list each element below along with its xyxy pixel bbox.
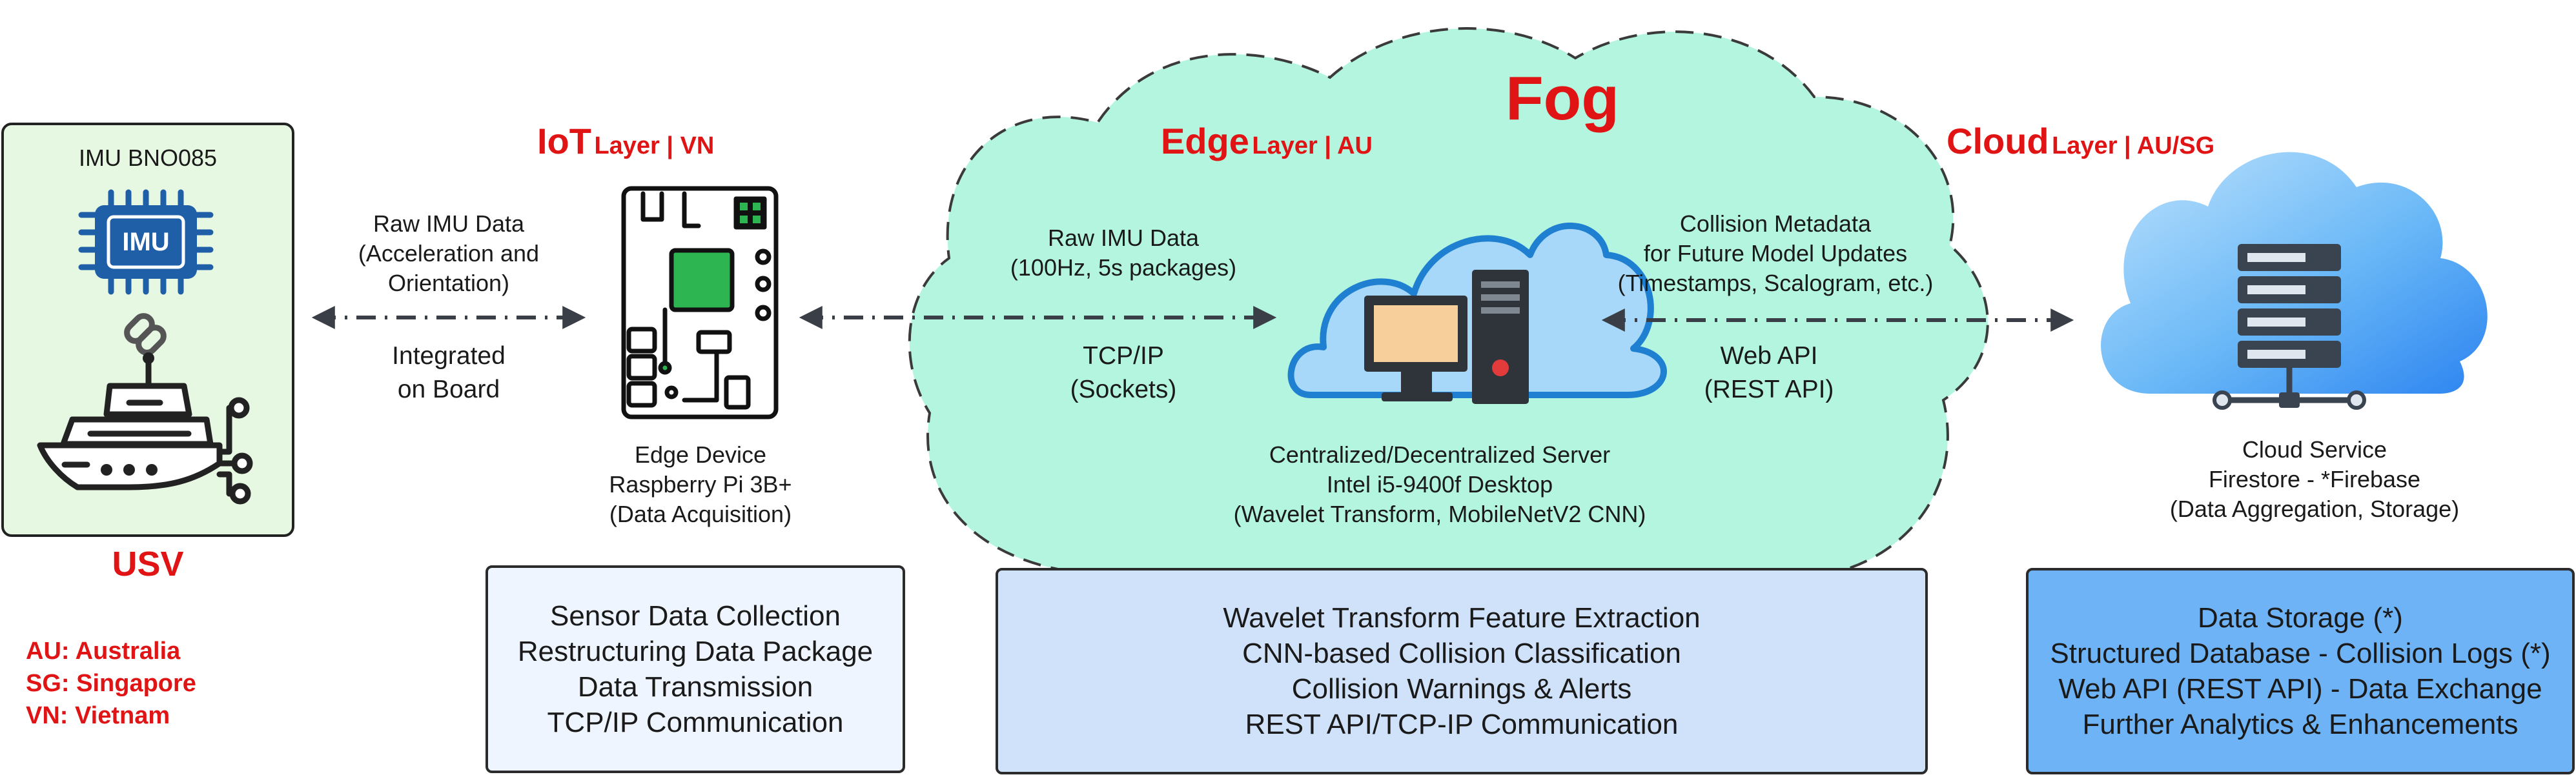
cloud-service-icon [2101,152,2488,410]
edge-device-caption: Edge Device Raspberry Pi 3B+ (Data Acqui… [609,441,792,527]
cloud-function-item: Data Storage (*) [2198,602,2403,634]
edge-function-item: CNN-based Collision Classification [1242,638,1681,669]
iot-link-bottom-label: Integrated on Board [392,342,506,403]
edge-function-item: REST API/TCP-IP Communication [1245,709,1679,740]
server-caption: Centralized/Decentralized Server Intel i… [1233,441,1646,527]
edge-link-bottom-label: TCP/IP (Sockets) [1070,342,1177,403]
cloud-link-top-label: Collision Metadata for Future Model Upda… [1617,210,1934,296]
edge-functions-box: Wavelet Transform Feature Extraction CNN… [996,568,1928,774]
legend-sg: SG: Singapore [26,670,196,697]
edge-function-item: Wavelet Transform Feature Extraction [1223,602,1701,634]
iot-function-item: Sensor Data Collection [549,600,841,632]
edge-layer-main: Edge [1161,121,1249,161]
edge-link-top-label: Raw IMU Data (100Hz, 5s packages) [1010,225,1237,281]
cloud-service-caption: Cloud Service Firestore - *Firebase (Dat… [2169,436,2460,522]
edge-layer-sub: Layer | AU [1252,132,1373,159]
cloud-layer-header: Cloud Layer | AU/SG [1947,120,2214,162]
boat-icon [37,352,253,505]
edge-server-icon [1287,222,1667,404]
cloud-function-item: Structured Database - Collision Logs (*) [2050,638,2551,669]
iot-function-item: Data Transmission [577,671,813,703]
imu-title: IMU BNO085 [78,145,218,171]
cloud-link-bottom-label: Web API (REST API) [1704,342,1834,403]
iot-functions-box: Sensor Data Collection Restructuring Dat… [486,565,905,773]
edge-function-item: Collision Warnings & Alerts [1291,673,1632,705]
raspberry-pi-icon [621,186,779,419]
legend-vn: VN: Vietnam [26,702,170,729]
iot-function-item: Restructuring Data Package [517,636,874,667]
iot-link-top-label: Raw IMU Data (Acceleration and Orientati… [358,210,540,296]
cloud-function-item: Web API (REST API) - Data Exchange [2058,673,2542,705]
cloud-functions-box: Data Storage (*) Structured Database - C… [2026,568,2575,774]
imu-chip-icon [78,189,214,295]
iot-layer-header: IoT Layer | VN [537,120,714,162]
link-icon [124,313,167,356]
usv-label: USV [112,545,184,583]
imu-chip-label: IMU [122,228,170,256]
fog-title: Fog [1506,64,1619,133]
cloud-function-item: Further Analytics & Enhancements [2082,709,2519,740]
legend-au: AU: Australia [26,638,181,665]
iot-layer-sub: Layer | VN [594,132,715,159]
cloud-layer-main: Cloud [1947,121,2049,161]
iot-layer-main: IoT [537,121,591,161]
connection-arrows [311,306,2074,332]
iot-function-item: TCP/IP Communication [547,707,844,738]
cloud-layer-sub: Layer | AU/SG [2052,132,2215,159]
edge-layer-header: Edge Layer | AU [1161,120,1373,162]
